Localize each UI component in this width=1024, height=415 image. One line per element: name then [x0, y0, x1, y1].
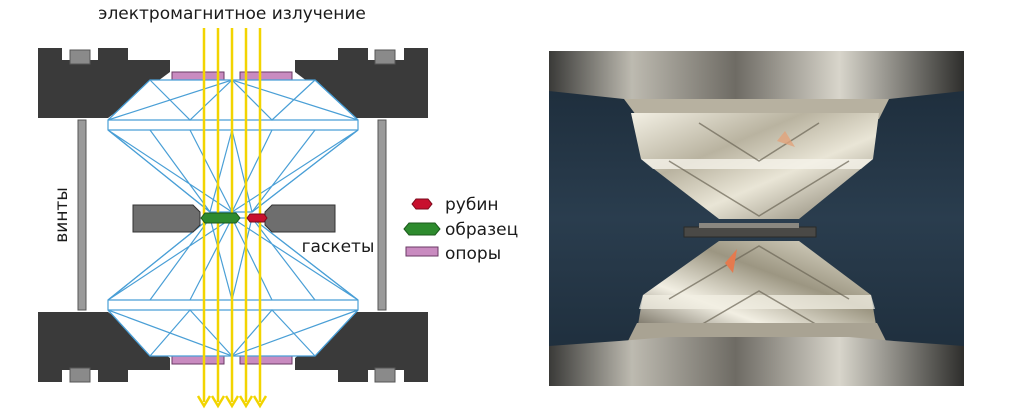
radiation-label: электромагнитное излучение [98, 4, 366, 24]
legend-item-sample: образец [403, 220, 518, 240]
seat-swatch [405, 246, 439, 257]
lower-frame [38, 312, 428, 382]
gaskets-label: гаскеты [302, 237, 375, 257]
legend-item-ruby: рубин [411, 195, 499, 215]
anvil-cell-photo [549, 51, 964, 386]
legend: рубин образец опоры [403, 195, 518, 264]
screws [77, 119, 387, 311]
lower-frame-notches [69, 367, 396, 383]
upper-frame [38, 48, 428, 118]
legend-label-sample: образец [445, 220, 518, 240]
sample-swatch [403, 222, 441, 236]
diamond-anvil-cell-diagram: электромагнитное излучение [38, 4, 518, 409]
upper-frame-notches [69, 49, 396, 65]
screws-label: винты [52, 187, 72, 243]
legend-label-seat: опоры [445, 244, 501, 264]
ruby-swatch [411, 198, 433, 210]
legend-item-seat: опоры [405, 244, 501, 264]
legend-label-ruby: рубин [445, 195, 499, 215]
sample-marker [200, 212, 241, 224]
seats [171, 71, 293, 365]
gaskets [132, 204, 336, 233]
ruby-marker [246, 213, 268, 223]
